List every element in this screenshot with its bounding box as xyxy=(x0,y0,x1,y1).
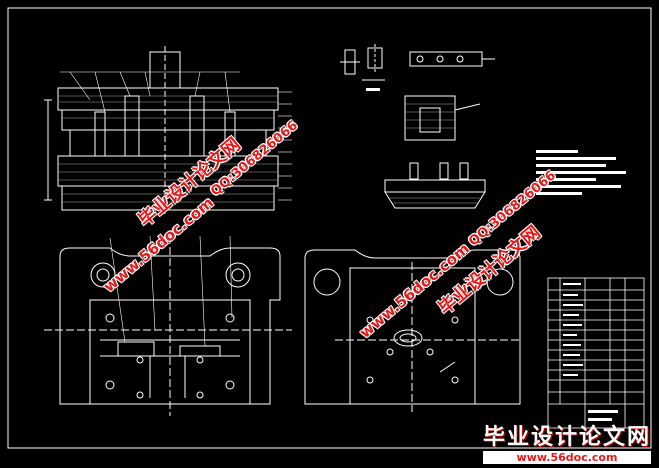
plan-view-lower xyxy=(44,235,292,416)
brand-url: www.56doc.com xyxy=(482,451,651,464)
part-detail-views xyxy=(340,44,626,209)
brand-name: 毕业设计论文网 xyxy=(482,425,651,450)
plan-view-upper xyxy=(304,249,521,412)
brand-stamp: 毕业设计论文网 www.56doc.com xyxy=(482,419,651,464)
sheet-border xyxy=(7,7,652,449)
title-block xyxy=(547,277,645,429)
front-section-view xyxy=(44,46,292,215)
